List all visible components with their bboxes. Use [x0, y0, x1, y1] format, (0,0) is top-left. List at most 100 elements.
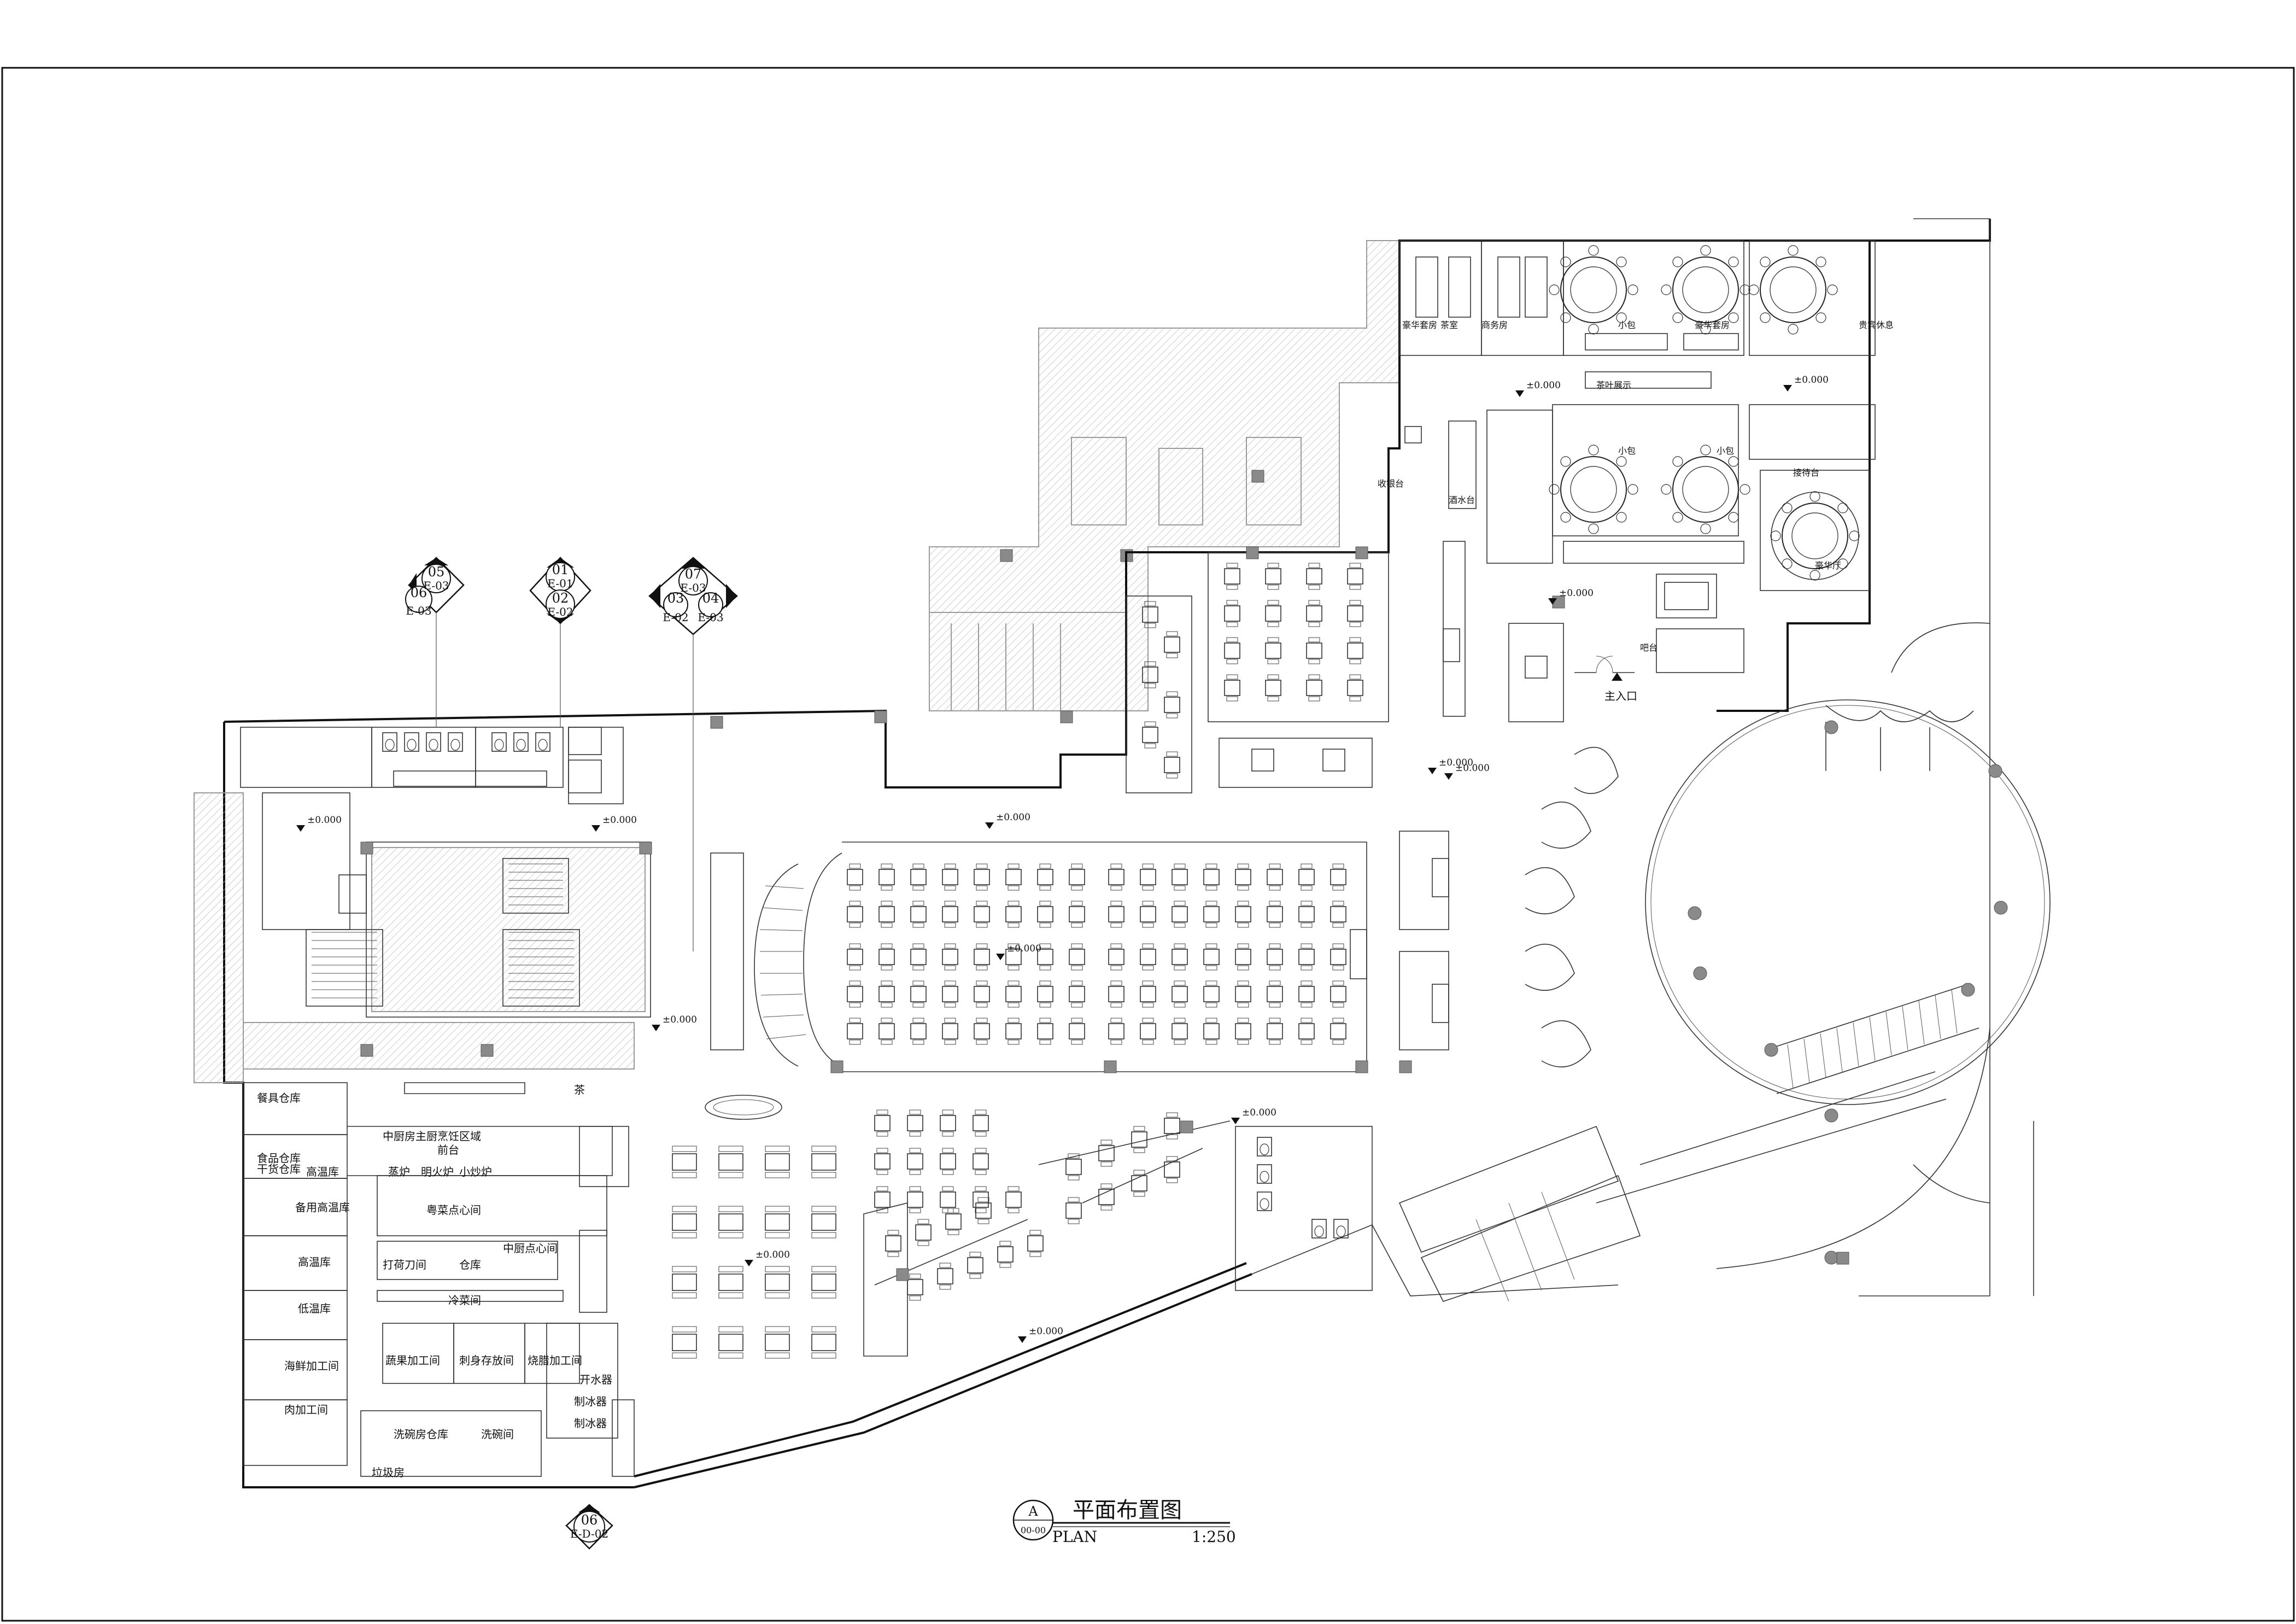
level-mark-text: ±0.000 — [1029, 1326, 1063, 1337]
room-label: 垃圾房 — [372, 1466, 405, 1479]
dining-table — [973, 1186, 989, 1213]
room-label: 制冰器 — [574, 1417, 607, 1430]
booth-table — [672, 1146, 697, 1178]
dining-table — [1265, 600, 1281, 627]
level-mark: ±0.000 — [296, 815, 342, 832]
room-labels: 餐具仓库食品仓库干货仓库高温库备用高温库高温库低温库海鲜加工间肉加工间中厨房主厨… — [257, 320, 1894, 1479]
dining-table — [973, 1109, 989, 1137]
banquet-table — [1005, 1018, 1022, 1045]
banquet-table — [1069, 1018, 1085, 1045]
banquet-table — [1235, 901, 1251, 928]
banquet-table — [1140, 943, 1156, 971]
banquet-table — [847, 863, 863, 891]
banquet-table — [847, 901, 863, 928]
banquet-table — [1267, 1018, 1283, 1045]
marker-bottom-number: 02 — [552, 591, 569, 606]
sheet-border — [1, 67, 2295, 1622]
title-scale: 1:250 — [1192, 1528, 1236, 1546]
banquet-table — [1005, 980, 1022, 1008]
dining-table — [1347, 563, 1363, 590]
banquet-table — [847, 943, 863, 971]
banquet-table — [1330, 980, 1346, 1008]
banquet-table — [910, 980, 927, 1008]
dining-table — [915, 1219, 932, 1246]
room-label: 茶室 — [1440, 320, 1458, 330]
dining-table — [1347, 674, 1363, 702]
marker-left-number: 03 — [667, 591, 684, 606]
banquet-table — [1140, 1018, 1156, 1045]
booth-table — [765, 1206, 790, 1239]
level-mark-text: ±0.000 — [1794, 375, 1829, 385]
dining-table — [1164, 631, 1180, 658]
title-ref-sheet: 00-00 — [1021, 1525, 1046, 1535]
room-label: 粤菜点心间 — [426, 1204, 481, 1217]
booth-table — [672, 1266, 697, 1299]
banquet-table — [1108, 943, 1124, 971]
room-label: 豪华套房 — [1402, 320, 1437, 330]
room-label: 餐具仓库 — [257, 1091, 301, 1105]
banquet-table — [1235, 980, 1251, 1008]
elevation-marker-07-03-04: 07 E-03 03 E-02 04 E-03 — [648, 557, 738, 951]
center-dining — [1126, 420, 1477, 1050]
room-label: 茶 — [574, 1083, 585, 1096]
elevation-marker-05-06: 05 E-03 06 E-03 — [405, 557, 465, 727]
banquet-table — [1069, 943, 1085, 971]
booth-table — [765, 1266, 790, 1299]
banquet-table — [1140, 863, 1156, 891]
level-mark: ±0.000 — [996, 943, 1041, 960]
room-label: 低温库 — [298, 1302, 331, 1315]
banquet-table — [910, 901, 927, 928]
banquet-table — [974, 863, 990, 891]
dining-table — [940, 1109, 956, 1137]
elevation-marker-01-02: 01 E-01 02 E-02 — [529, 557, 591, 727]
kitchen-area — [243, 1082, 635, 1477]
dining-table — [1265, 563, 1281, 590]
room-label: 制冰器 — [574, 1395, 607, 1408]
banquet-table — [1330, 863, 1346, 891]
booth-table — [718, 1146, 743, 1178]
marker-bottom-sheet: E-02 — [547, 605, 573, 618]
room-label: 冷菜间 — [448, 1294, 481, 1307]
dining-table — [1164, 1156, 1180, 1183]
banquet-tables — [847, 863, 1346, 1045]
banquet-table — [1330, 1018, 1346, 1045]
banquet-table — [1203, 901, 1220, 928]
marker-top-sheet: E-01 — [547, 577, 573, 590]
booth-table — [718, 1206, 743, 1239]
banquet-table — [910, 863, 927, 891]
banquet-table — [878, 1018, 895, 1045]
level-mark: ±0.000 — [1428, 757, 1473, 774]
drawing-title-block: A 00-00 平面布置图 PLAN 1:250 — [1012, 1498, 1236, 1546]
banquet-table — [942, 1018, 958, 1045]
room-label: 中厨点心间 — [503, 1242, 558, 1255]
level-mark: ±0.000 — [1018, 1326, 1063, 1343]
title-cn: 平面布置图 — [1073, 1498, 1182, 1523]
banquet-table — [1203, 863, 1220, 891]
room-label: 肉加工间 — [284, 1403, 328, 1416]
marker-top-sheet: E-D-02 — [570, 1527, 608, 1540]
banquet-table — [974, 943, 990, 971]
booth-table — [765, 1146, 790, 1178]
banquet-table — [1005, 863, 1022, 891]
banquet-table — [1298, 980, 1315, 1008]
dining-table — [1131, 1126, 1147, 1153]
marker-right-number: 04 — [702, 591, 719, 606]
banquet-table — [1235, 943, 1251, 971]
vip-rooms — [1399, 240, 1876, 722]
booth-table — [672, 1206, 697, 1239]
room-label: 小包 — [1618, 446, 1636, 456]
banquet-table — [942, 943, 958, 971]
booth-table — [811, 1146, 836, 1178]
booth-table — [672, 1326, 697, 1359]
dining-table — [1027, 1230, 1044, 1257]
dining-table — [874, 1148, 891, 1175]
dining-table — [1347, 600, 1363, 627]
marker-top-number: 01 — [552, 562, 569, 577]
room-label: 洗碗房仓库 — [394, 1428, 448, 1441]
room-label: 明火炉 — [421, 1165, 454, 1178]
dining-table — [874, 1109, 891, 1137]
dining-table — [907, 1186, 923, 1213]
level-mark: ±0.000 — [591, 815, 637, 832]
dining-table — [1265, 674, 1281, 702]
dining-table — [1164, 691, 1180, 718]
